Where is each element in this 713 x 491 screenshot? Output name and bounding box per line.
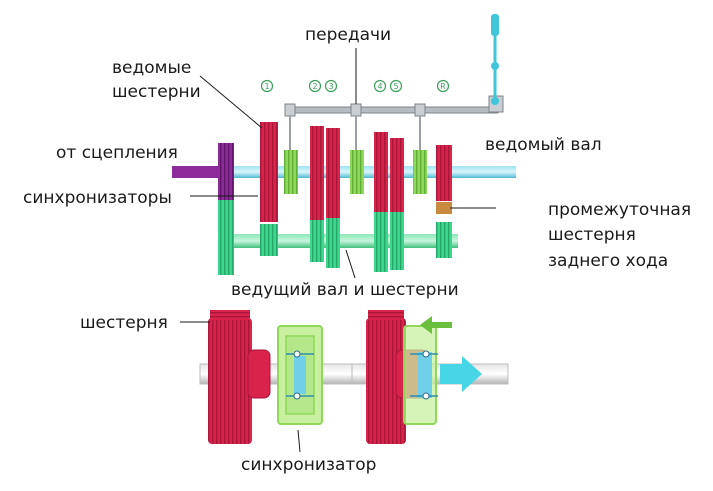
label-driven-shaft: ведомый вал <box>485 135 602 155</box>
driven-gears <box>260 122 452 222</box>
shift-lever <box>488 14 504 113</box>
gear-number-text: 2 <box>312 82 317 91</box>
drive-gears <box>218 200 452 275</box>
gear-number-text: 1 <box>264 82 269 91</box>
leader-lines <box>190 48 496 279</box>
label-driven-gears-line2: шестерни <box>112 82 201 102</box>
detail-leader-lines <box>180 321 301 453</box>
gear-number-5: 5 <box>389 79 403 93</box>
gear-number-text: 4 <box>377 82 382 91</box>
gear-number-2: 2 <box>308 79 322 93</box>
label-synchronizers: синхронизаторы <box>23 188 172 208</box>
label-synchronizer: синхронизатор <box>241 455 377 475</box>
synchronizers <box>284 150 427 194</box>
gear-number-text: 3 <box>328 82 333 91</box>
gear-number-4: 4 <box>373 79 387 93</box>
detail-left-assembly <box>199 310 357 444</box>
reverse-idler-gear <box>436 202 452 214</box>
label-reverse-idler-line3: заднего хода <box>548 251 669 271</box>
gear-number-text: 5 <box>393 82 398 91</box>
arrow-left-icon <box>420 316 452 334</box>
label-gear: шестерня <box>80 313 168 333</box>
arrow-right-icon <box>440 356 482 392</box>
gear-number-text: R <box>440 82 446 91</box>
label-gears: передачи <box>305 25 392 45</box>
label-reverse-idler-line1: промежуточная <box>548 200 692 220</box>
gear-number-1: 1 <box>260 79 274 93</box>
gear-number-3: 3 <box>324 79 338 93</box>
label-reverse-idler-line2: шестерня <box>548 225 636 245</box>
gear-number-markers: 1 2 3 4 5 R <box>260 79 450 93</box>
label-drive-shaft: ведущий вал и шестерни <box>231 280 459 300</box>
input-shaft <box>172 143 234 203</box>
label-driven-gears-line1: ведомые <box>112 58 192 78</box>
gear-number-r: R <box>436 79 450 93</box>
label-from-clutch: от сцепления <box>56 143 178 163</box>
